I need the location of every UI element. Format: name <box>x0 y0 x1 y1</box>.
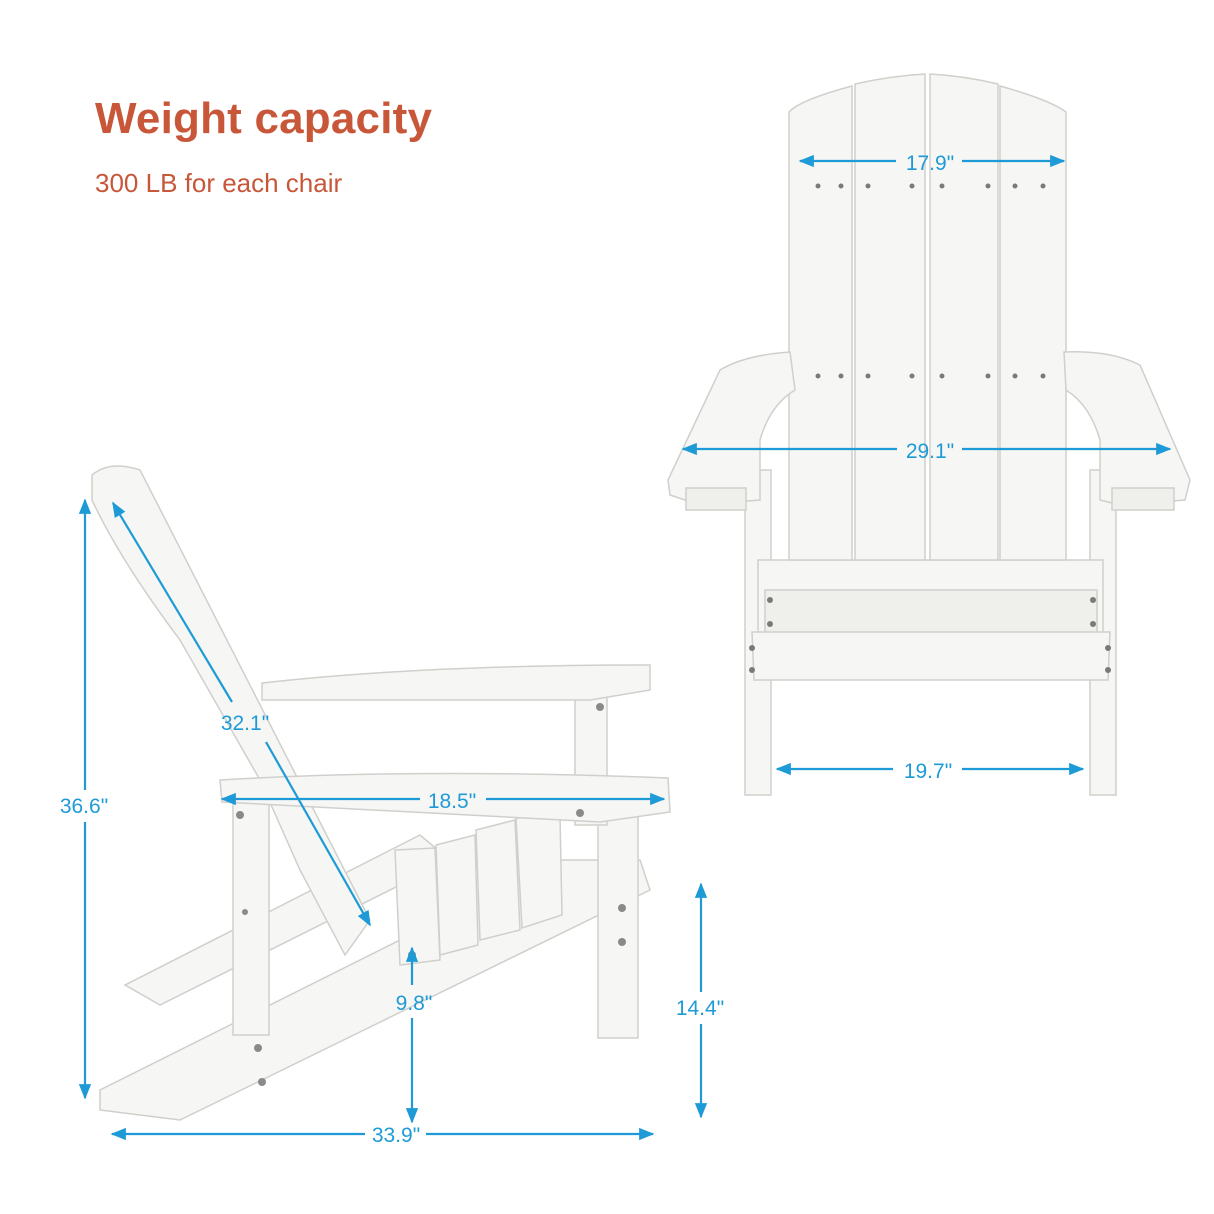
weight-capacity-title: Weight capacity <box>95 94 433 143</box>
dimension-label-overall-width: 29.1" <box>906 440 954 463</box>
side-view-chair <box>91 465 671 1121</box>
dimension-label-arm-height: 14.4" <box>676 997 724 1020</box>
dimension-lines <box>78 154 1172 1141</box>
side-view-screws <box>236 703 626 1086</box>
dimension-label-seat-width: 19.7" <box>904 760 952 783</box>
dimension-label-overall-height: 36.6" <box>60 795 108 818</box>
front-view-chair <box>667 73 1191 796</box>
front-view-screws <box>749 183 1111 673</box>
dimension-label-seat-height: 9.8" <box>396 992 433 1015</box>
dimension-label-overall-depth: 33.9" <box>372 1124 420 1147</box>
dimension-label-backrest-length: 32.1" <box>221 712 269 735</box>
dimension-label-back-width: 17.9" <box>906 152 954 175</box>
dimension-label-armrest-length: 18.5" <box>428 790 476 813</box>
weight-capacity-subtitle: 300 LB for each chair <box>95 168 343 198</box>
